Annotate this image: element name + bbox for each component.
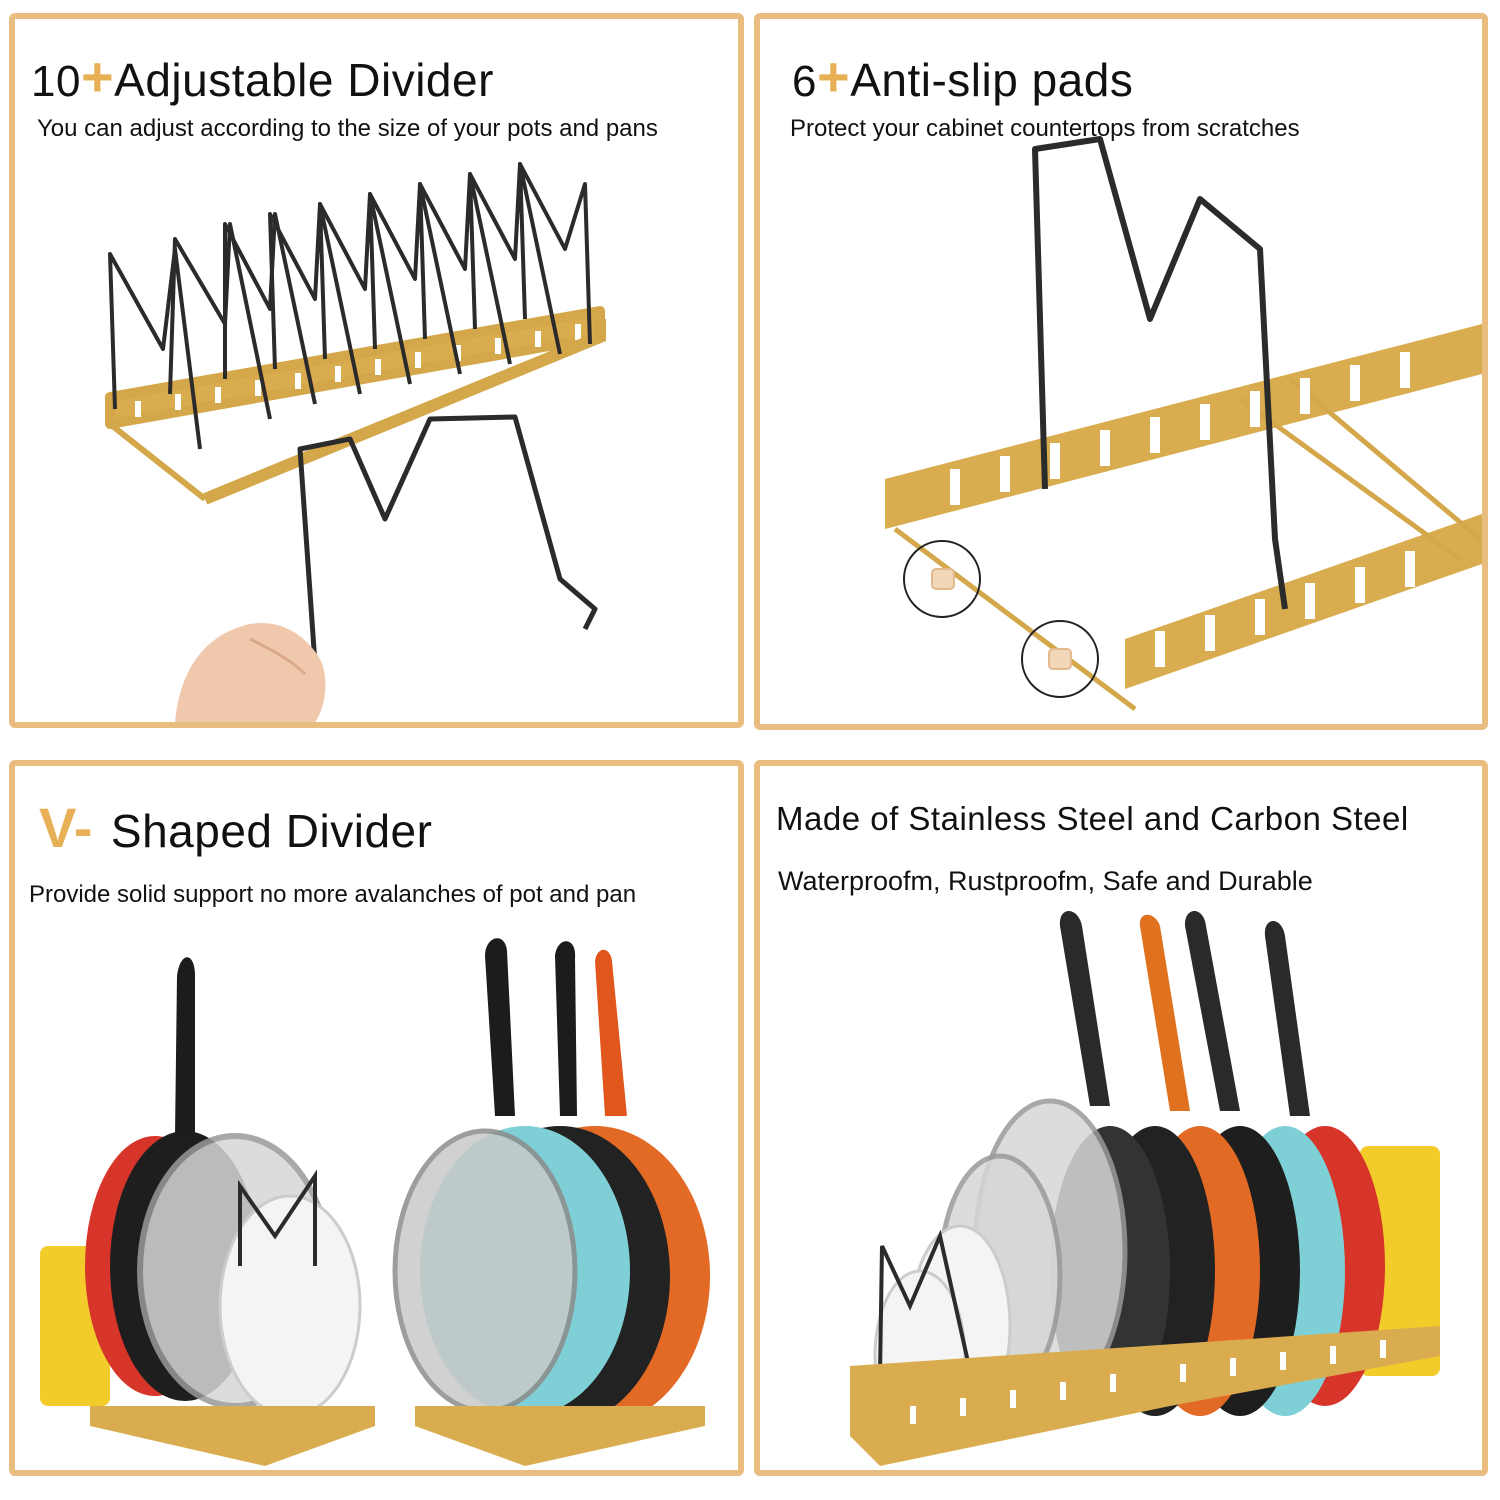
title-count: 10 <box>31 57 81 106</box>
rack-slots <box>950 352 1415 667</box>
v-divider-wire <box>878 1229 972 1377</box>
pans-in-rack-illustration <box>850 911 1440 1466</box>
panel-subtitle: You can adjust according to the size of … <box>37 115 658 142</box>
rack-front-rail <box>202 319 606 505</box>
panel-title: V-Shaped Divider <box>39 800 432 856</box>
pan-handle-icon <box>1059 911 1110 1106</box>
rack-slots <box>135 324 581 417</box>
panel-subtitle: Protect your cabinet countertops from sc… <box>790 115 1300 142</box>
anti-slip-pad-closeup <box>885 136 1482 711</box>
panel-v-shaped-divider: V-Shaped Divider Provide solid support n… <box>9 760 744 1476</box>
single-divider-wire <box>1032 136 1288 610</box>
title-v-accent: V- <box>39 796 93 859</box>
hand-icon <box>175 623 326 722</box>
anti-slip-pads <box>931 568 1072 670</box>
pad-highlight-circle <box>1021 620 1099 698</box>
panel-anti-slip-pads: 6+Anti-slip pads Protect your cabinet co… <box>754 13 1488 730</box>
gold-rack-frame <box>850 1326 1440 1466</box>
single-divider-wire <box>297 414 598 665</box>
panel-subtitle: Waterproofm, Rustproofm, Safe and Durabl… <box>778 866 1313 896</box>
pan-handle-icon <box>1139 914 1190 1111</box>
gold-rack-frame <box>415 1406 705 1466</box>
title-count: 6 <box>792 57 817 106</box>
gold-rack-frame <box>90 1406 375 1466</box>
title-text: Made of Stainless Steel and Carbon Steel <box>776 800 1409 837</box>
anti-slip-pad-markers <box>903 540 1099 698</box>
panel-title: Made of Stainless Steel and Carbon Steel <box>776 802 1409 835</box>
title-text: Anti-slip pads <box>850 54 1134 106</box>
title-text: Shaped Divider <box>110 805 433 857</box>
panel-subtitle: Provide solid support no more avalanches… <box>29 881 637 908</box>
v-divider-wire <box>238 1169 317 1266</box>
pans-in-rack-illustration <box>40 938 710 1466</box>
panel-title: 10+Adjustable Divider <box>31 49 494 105</box>
title-plus-accent: + <box>816 45 851 108</box>
rack-with-dividers-illustration <box>105 162 606 722</box>
title-plus-accent: + <box>80 45 115 108</box>
glass-lid-icon <box>392 1128 578 1414</box>
gold-rack-frame <box>105 306 605 502</box>
pan-handle-icon <box>1264 921 1310 1116</box>
gold-rack-frame <box>885 324 1482 711</box>
wire-dividers <box>108 162 592 450</box>
pad-highlight-circle <box>903 540 981 618</box>
pan-handle-icon <box>1184 911 1240 1111</box>
rack-slots <box>910 1340 1386 1424</box>
panel-adjustable-divider: 10+Adjustable Divider You can adjust acc… <box>9 13 744 728</box>
title-text: Adjustable Divider <box>114 54 494 106</box>
pan-handle-icon <box>595 949 627 1116</box>
panel-materials: Made of Stainless Steel and Carbon Steel… <box>754 760 1488 1476</box>
pan-handle-icon <box>175 957 195 1136</box>
panel-title: 6+Anti-slip pads <box>792 49 1133 105</box>
pan-handle-icon <box>555 941 577 1116</box>
pan-handle-icon <box>485 938 515 1116</box>
